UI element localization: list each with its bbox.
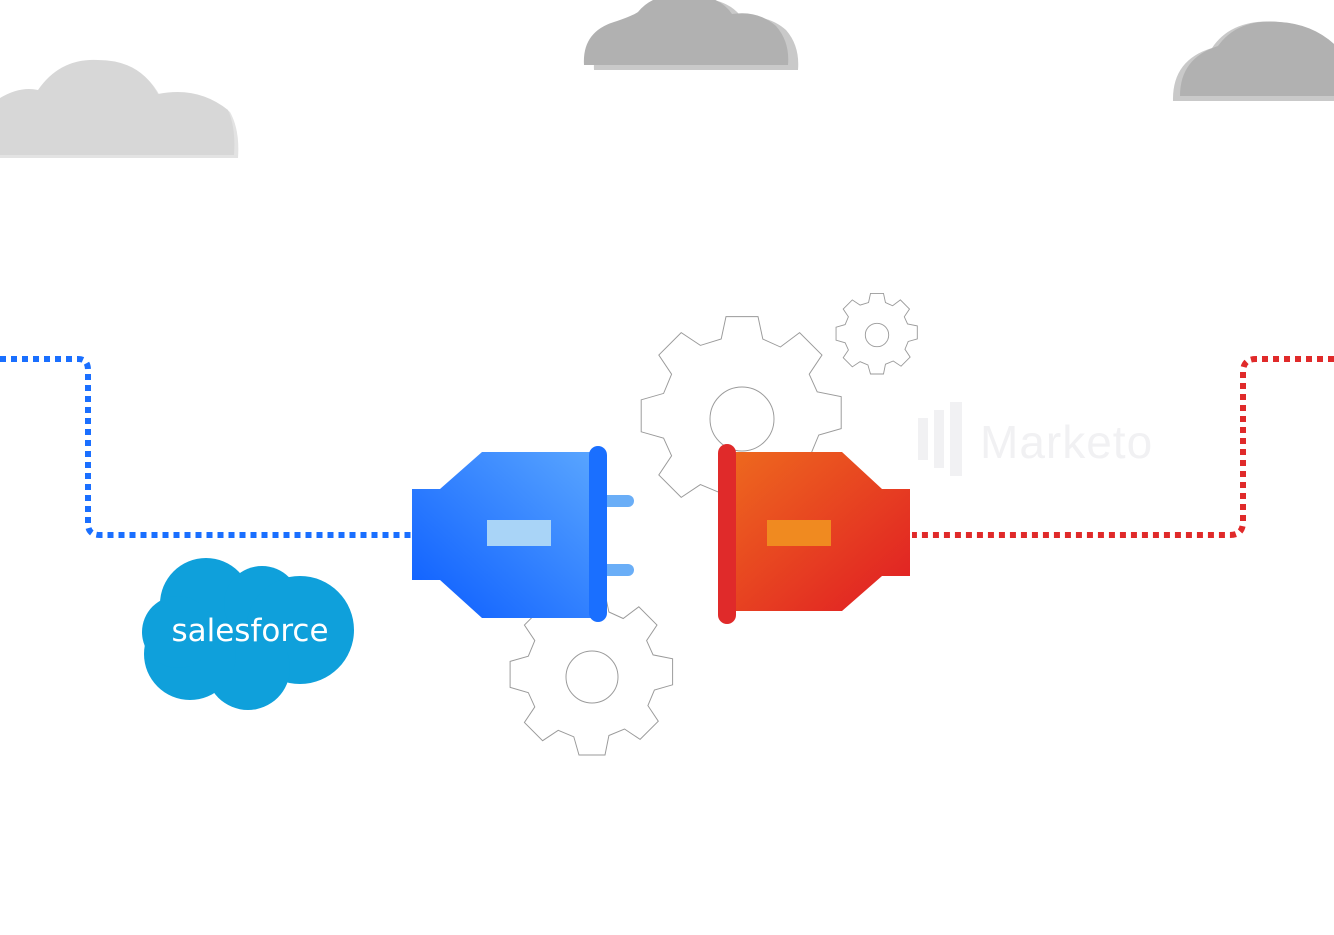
gear-icon bbox=[640, 315, 843, 516]
cloud-left bbox=[0, 59, 239, 158]
marketo-logo: Marketo bbox=[918, 402, 1153, 476]
cloud-top-center bbox=[583, 0, 799, 70]
red-connector-line bbox=[912, 356, 1334, 538]
cloud-top-right bbox=[1172, 21, 1334, 101]
marketo-logo-text: Marketo bbox=[980, 416, 1153, 468]
blue-plug-icon bbox=[412, 446, 634, 622]
blue-connector-line bbox=[0, 356, 412, 538]
red-socket-icon bbox=[718, 444, 910, 624]
gear-icon bbox=[835, 292, 918, 375]
gear-icon bbox=[509, 593, 674, 756]
salesforce-logo-text: salesforce bbox=[171, 613, 328, 649]
salesforce-logo: salesforce bbox=[142, 558, 354, 710]
